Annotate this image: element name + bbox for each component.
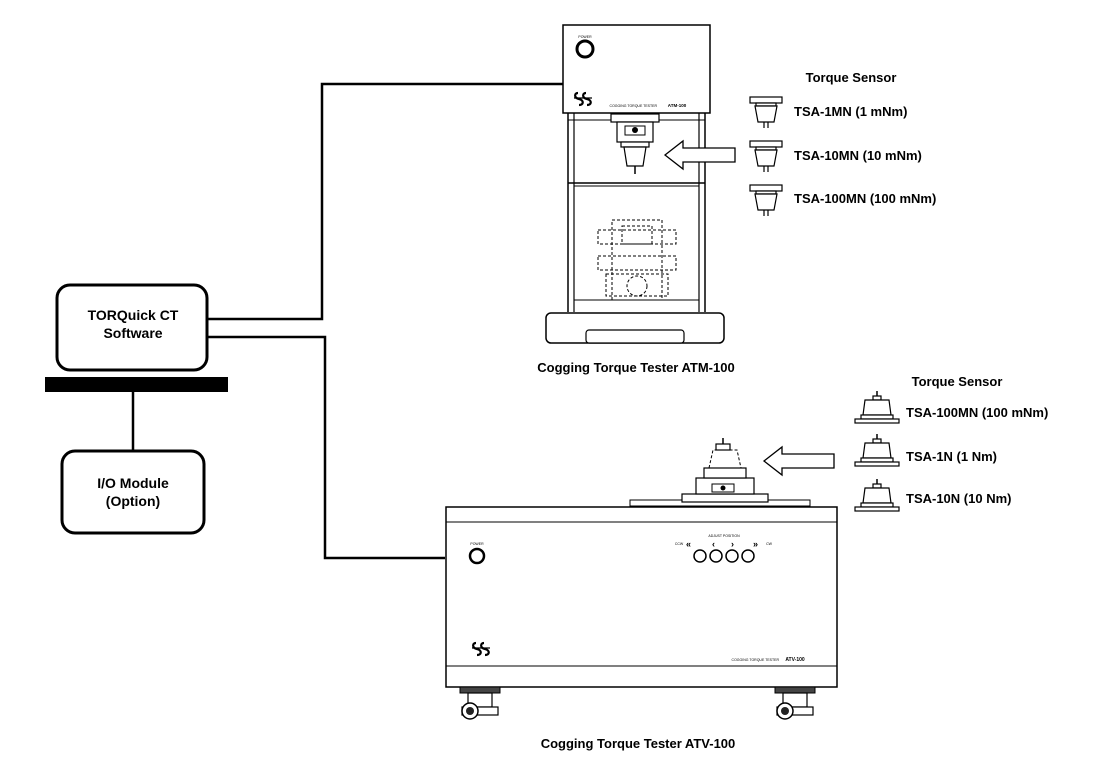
arrow-left-icon <box>763 446 835 476</box>
bus-bar <box>45 377 228 392</box>
torque-sensor-icon <box>749 96 783 129</box>
io-module-label-line2: (Option) <box>106 493 160 509</box>
torque-sensor-icon <box>854 433 900 467</box>
power-button-icon <box>468 547 486 565</box>
atm-panel-text: COGGING TORQUE TESTER <box>610 104 658 108</box>
atv-sensor-1: TSA-100MN (100 mNm) <box>906 405 1048 420</box>
wire-software-to-atv <box>207 335 445 560</box>
software-box <box>55 283 209 372</box>
torque-sensor-icon <box>854 478 900 512</box>
atv-model-label: ATV-100 <box>785 657 805 663</box>
software-label-line1: TORQuick CT <box>88 307 179 323</box>
atv-panel-text: COGGING TORQUE TESTER <box>732 658 780 662</box>
caster-wheel-icon <box>774 686 816 720</box>
chevron-double-left-icon: « <box>686 539 691 549</box>
chevron-double-right-icon: » <box>753 539 758 549</box>
atv-sensor-3: TSA-10N (10 Nm) <box>906 491 1011 506</box>
power-button-icon <box>575 39 595 59</box>
atv-sensor-heading: Torque Sensor <box>912 374 1003 389</box>
chevron-left-icon: ‹ <box>712 539 715 549</box>
io-module-label-line1: I/O Module <box>97 475 169 491</box>
atm-sensor-1: TSA-1MN (1 mNm) <box>794 104 907 119</box>
atm-model-label: ATM-100 <box>668 103 687 108</box>
atv-adjust-label: ADJUST POSITION <box>708 534 740 538</box>
caster-wheel-icon <box>459 686 501 720</box>
atv-cw-label: CW <box>766 542 773 546</box>
chevron-right-icon: › <box>731 539 734 549</box>
atv-sensor-2: TSA-1N (1 Nm) <box>906 449 997 464</box>
wire-software-to-atm <box>207 82 563 321</box>
arrow-left-icon <box>664 140 736 170</box>
software-label-line2: Software <box>103 325 162 341</box>
torque-sensor-icon <box>749 184 783 217</box>
atm-100-tester: POWER COGGING TORQUE TESTER ATM-100 <box>545 24 725 344</box>
atm-sensor-2: TSA-10MN (10 mNm) <box>794 148 922 163</box>
atv-power-label: POWER <box>470 542 484 546</box>
atv-caption: Cogging Torque Tester ATV-100 <box>541 736 736 751</box>
atm-sensor-3: TSA-100MN (100 mNm) <box>794 191 936 206</box>
io-module-box <box>60 449 206 535</box>
atv-100-tester: POWER ADJUST POSITION CCW CW « ‹ › » COG… <box>445 438 838 720</box>
atv-cabinet <box>445 506 838 688</box>
atm-sensor-heading: Torque Sensor <box>806 70 897 85</box>
torque-sensor-icon <box>749 140 783 173</box>
torque-sensor-icon <box>854 390 900 424</box>
atm-caption: Cogging Torque Tester ATM-100 <box>537 360 734 375</box>
atv-ccw-label: CCW <box>675 542 684 546</box>
atm-power-label: POWER <box>578 35 592 39</box>
